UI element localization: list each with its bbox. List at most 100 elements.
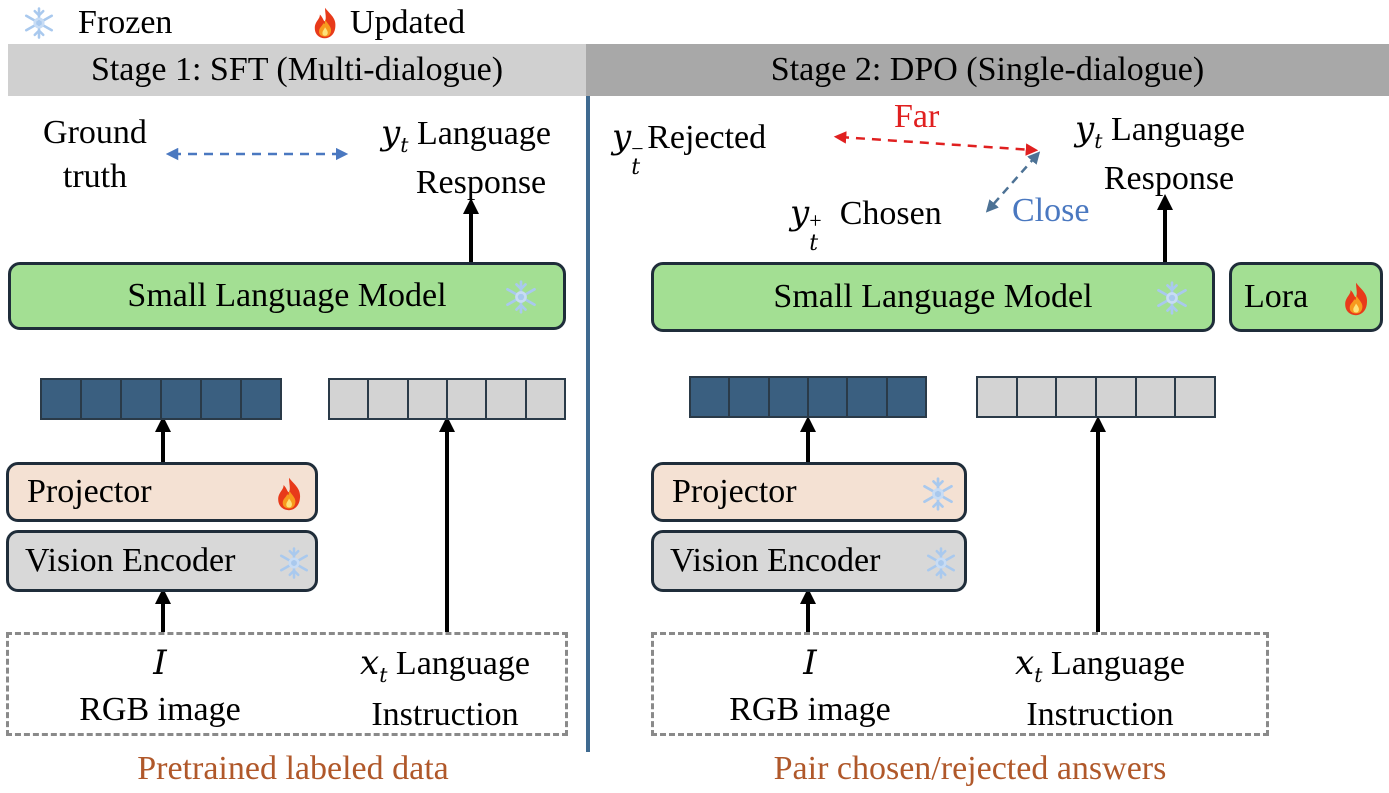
slm2-box: Small Language Model (651, 262, 1215, 332)
legend-updated-label: Updated (350, 4, 466, 41)
ground-truth-label: Ground truth (30, 116, 160, 194)
close-link (985, 151, 1041, 213)
rejected-sub: t (631, 155, 641, 180)
stage1-header: Stage 1: SFT (Multi-dialogue) (8, 44, 586, 96)
response2-sub: t (1094, 128, 1103, 153)
snowflake-icon (277, 545, 311, 581)
legend-frozen-label: Frozen (78, 4, 173, 41)
image2-var: I (803, 643, 817, 683)
text-token (330, 380, 370, 418)
far-link (833, 131, 1039, 156)
snowflake-icon (1154, 280, 1190, 316)
visual-token (730, 378, 770, 416)
visual-token (202, 380, 242, 418)
text-tokens-2 (976, 376, 1216, 418)
stage2-caption: Pair chosen/rejected answers (773, 750, 1167, 787)
visual-token (848, 378, 888, 416)
instruction-var: x (360, 643, 380, 683)
far-label: Far (894, 98, 940, 135)
chosen-sup: + (809, 208, 822, 233)
image-input: I RGB image (50, 646, 270, 727)
chosen-label: y+t Chosen (790, 193, 942, 255)
projector-label: Projector (27, 473, 152, 510)
instruction-input: xt Language Instruction (330, 646, 560, 732)
chosen-text: Chosen (839, 195, 942, 232)
rejected-sup: − (631, 136, 644, 161)
text-token (369, 380, 409, 418)
vision-encoder-label: Vision Encoder (25, 542, 236, 579)
slm-box: Small Language Model (8, 262, 566, 330)
projector-box: Projector (6, 462, 318, 522)
lora-box: Lora (1229, 262, 1383, 332)
ground-truth-line1: Ground (43, 114, 147, 151)
text-token (1176, 378, 1215, 416)
response-var: y (381, 113, 401, 153)
projector2-box: Projector (651, 462, 967, 522)
response-line1: Language (416, 115, 551, 152)
ground-truth-line2: truth (62, 158, 128, 195)
vision-encoder-box: Vision Encoder (6, 530, 318, 592)
text-token (487, 380, 527, 418)
stage1-caption: Pretrained labeled data (137, 750, 449, 787)
input-data-box-2 (651, 632, 1269, 736)
chosen-sub: t (809, 231, 819, 256)
text-token (978, 378, 1018, 416)
instruction-input-2: xt Language Instruction (985, 646, 1215, 732)
instruction-line2: Instruction (371, 696, 519, 734)
visual-token (42, 380, 82, 418)
text-token (526, 380, 564, 418)
fire-icon (271, 475, 307, 513)
image-var: I (153, 643, 167, 683)
response-label-2: yt Language Response (1050, 112, 1270, 196)
stage-divider (586, 96, 590, 752)
chosen-var: y (790, 193, 810, 233)
projector2-label: Projector (672, 473, 797, 510)
visual-token (887, 378, 925, 416)
response2-var: y (1075, 109, 1095, 149)
image-label: RGB image (79, 691, 241, 728)
text-token (1097, 378, 1137, 416)
visual-token (122, 380, 162, 418)
visual-token (162, 380, 202, 418)
rejected-var: y (612, 117, 632, 157)
text-token (1057, 378, 1098, 416)
response-line2: Response (415, 164, 547, 202)
fire-icon (1338, 279, 1374, 319)
vision-encoder2-label: Vision Encoder (670, 542, 881, 579)
text-token (447, 380, 488, 418)
image2-label: RGB image (729, 691, 891, 728)
instruction2-line1: Language (1050, 645, 1185, 682)
snowflake-icon (920, 475, 956, 513)
visual-token (691, 378, 731, 416)
snowflake-icon (924, 545, 958, 581)
text-token (408, 380, 448, 418)
text-token (1017, 378, 1058, 416)
stage2-header: Stage 2: DPO (Single-dialogue) (586, 44, 1389, 96)
visual-token (242, 380, 280, 418)
response-sub: t (400, 132, 409, 157)
visual-token (82, 380, 122, 418)
snowflake-icon (503, 279, 539, 315)
rejected-text: Rejected (647, 119, 767, 156)
visual-token (769, 378, 809, 416)
response2-line1: Language (1110, 111, 1245, 148)
response-label-1: yt Language Response (356, 116, 576, 200)
close-label: Close (1012, 192, 1090, 229)
slm-label: Small Language Model (127, 277, 447, 314)
input-data-box (6, 632, 568, 736)
visual-tokens (40, 378, 282, 420)
instruction-sub: t (379, 662, 388, 687)
response2-line2: Response (1103, 160, 1235, 198)
instruction-line1: Language (395, 645, 530, 682)
instruction2-line2: Instruction (1026, 696, 1174, 734)
lora-label: Lora (1244, 278, 1309, 315)
instruction2-var: x (1015, 643, 1035, 683)
text-token (1136, 378, 1177, 416)
slm2-label: Small Language Model (773, 278, 1093, 315)
image-input-2: I RGB image (700, 646, 920, 727)
visual-token (808, 378, 849, 416)
text-tokens (328, 378, 566, 420)
vision-encoder2-box: Vision Encoder (651, 530, 967, 592)
